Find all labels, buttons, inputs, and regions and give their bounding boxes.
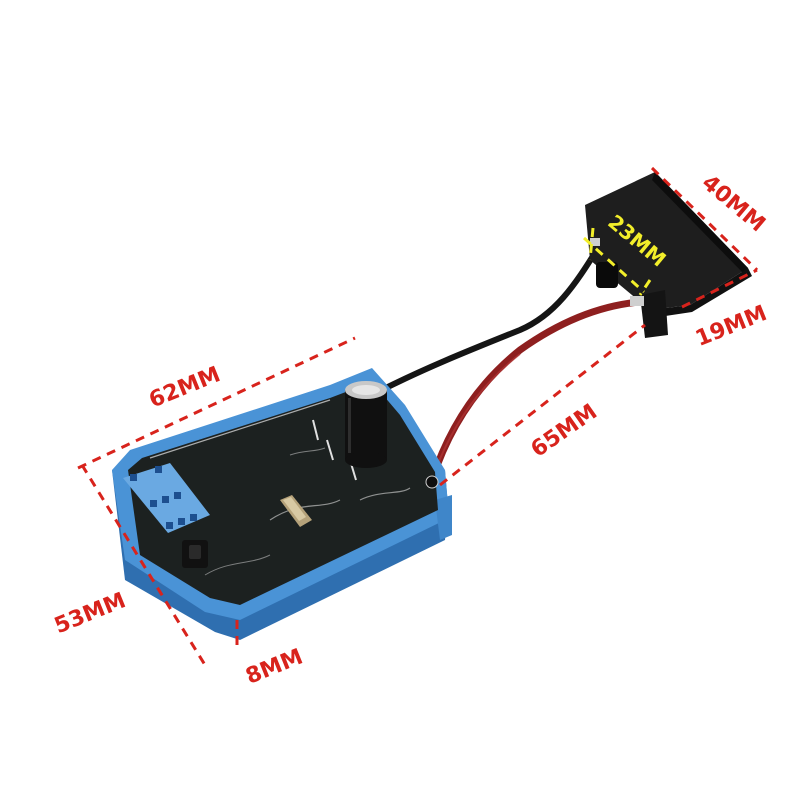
label-53mm: 53MM — [51, 588, 129, 639]
dimension-lines — [77, 166, 759, 666]
label-8mm: 8MM — [242, 644, 306, 689]
dim-line-40mm — [650, 166, 759, 272]
dim-line-65mm — [439, 323, 646, 487]
dim-line-19mm — [681, 268, 758, 309]
controller-board — [112, 368, 452, 640]
wires — [369, 245, 644, 484]
pin-header — [123, 463, 210, 533]
label-19mm: 19MM — [692, 301, 770, 352]
dimension-lines-yellow — [582, 227, 652, 296]
capacitor — [345, 381, 387, 468]
push-button — [182, 540, 208, 568]
label-65mm: 65MM — [527, 399, 602, 462]
black-wire — [369, 245, 601, 398]
dim-line-62mm — [77, 336, 356, 470]
crystal-oscillator — [280, 495, 312, 527]
dim-line-53mm — [80, 464, 207, 666]
